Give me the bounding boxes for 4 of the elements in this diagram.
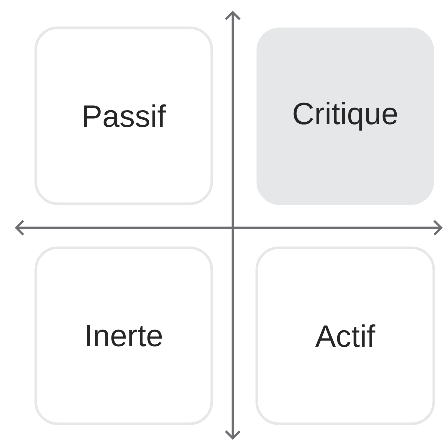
quadrant-box: Critique	[256, 28, 434, 206]
quadrant-box: Passif	[34, 26, 214, 206]
quadrant-box: Actif	[256, 246, 436, 426]
quadrant-box: Inerte	[34, 246, 214, 426]
